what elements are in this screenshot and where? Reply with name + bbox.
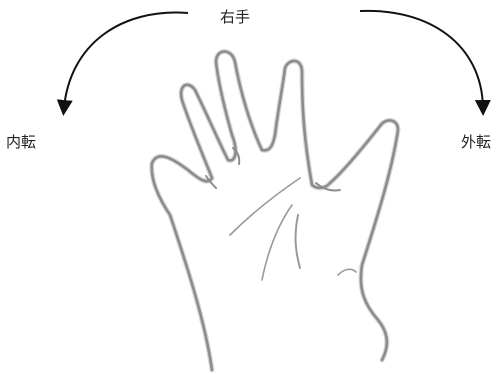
hand-outline-shadow	[152, 52, 398, 371]
abduction-label: 外転	[461, 135, 491, 150]
palm-line-thumb-mount	[338, 269, 356, 275]
palm-line-head	[262, 205, 292, 280]
diagram-title: 右手	[220, 10, 250, 25]
palm-line-heart	[230, 178, 300, 235]
hand-outline	[152, 52, 398, 371]
adduction-label: 内転	[6, 135, 36, 150]
right-curved-arrow-icon	[360, 11, 483, 108]
right-hand-sketch-icon	[152, 52, 398, 371]
palm-line-life	[296, 215, 300, 268]
left-curved-arrow-icon	[64, 13, 188, 108]
